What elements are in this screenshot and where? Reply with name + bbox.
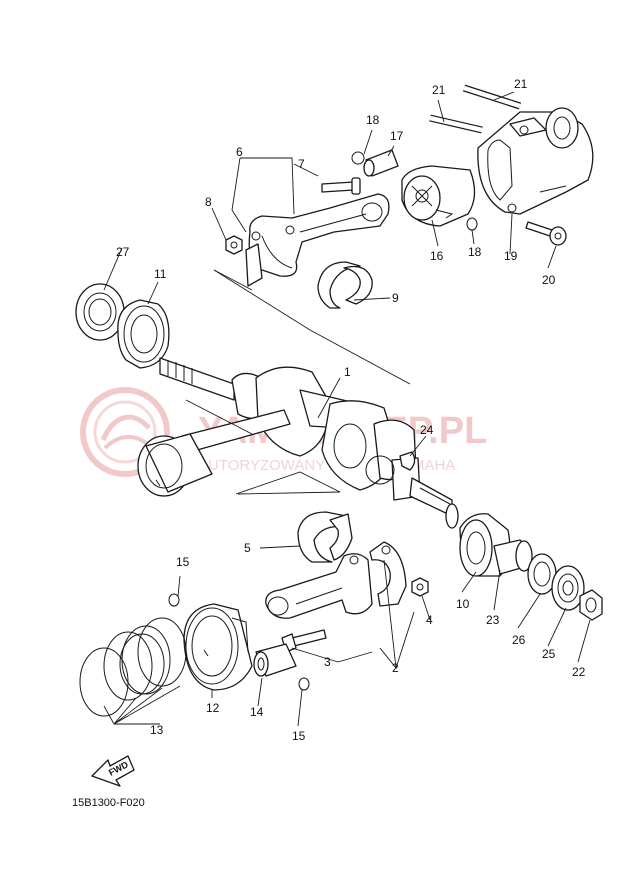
callout-2: 2 xyxy=(392,661,399,675)
callout-27: 27 xyxy=(116,245,130,259)
collar-23 xyxy=(493,539,533,575)
callout-25: 25 xyxy=(542,647,556,661)
callout-8: 8 xyxy=(205,195,212,209)
nut-22 xyxy=(579,589,603,621)
callout-5: 5 xyxy=(244,541,251,555)
piston-rings-13 xyxy=(79,617,187,717)
main-bearing-5 xyxy=(297,511,353,563)
callout-3: 3 xyxy=(324,655,331,669)
callout-12: 12 xyxy=(206,701,220,715)
dowel-pins xyxy=(429,84,522,134)
callout-1: 1 xyxy=(344,365,351,379)
watermark-logo-icon xyxy=(80,387,170,477)
callout-4: 4 xyxy=(426,613,433,627)
callout-22: 22 xyxy=(572,665,586,679)
lower-connecting-rod xyxy=(265,541,407,619)
callout-19: 19 xyxy=(504,249,518,263)
callout-18-upper: 18 xyxy=(366,113,380,127)
callout-13: 13 xyxy=(150,723,164,737)
crankshaft xyxy=(159,357,459,529)
callout-9: 9 xyxy=(392,291,399,305)
rod-bearing-9 xyxy=(317,261,373,309)
oil-seal-27 xyxy=(75,283,125,341)
bolt-20 xyxy=(525,221,567,246)
callout-20: 20 xyxy=(542,273,556,287)
bearing-26 xyxy=(527,553,557,595)
balancer-weight xyxy=(401,165,476,227)
callout-7: 7 xyxy=(298,157,305,171)
nut-8 xyxy=(225,235,243,255)
rod-bolt-7 xyxy=(321,177,361,195)
callout-24: 24 xyxy=(420,423,434,437)
callout-15-lower: 15 xyxy=(292,729,306,743)
leader-lines xyxy=(103,91,591,727)
callout-21-right: 21 xyxy=(514,77,528,91)
circlip-18-top xyxy=(351,151,365,165)
callout-23: 23 xyxy=(486,613,500,627)
upper-connecting-rod xyxy=(245,193,390,287)
bearing-25 xyxy=(551,565,585,611)
balancer-housing xyxy=(477,107,594,215)
bearing-11 xyxy=(117,299,170,369)
figure-code: 15B1300-F020 xyxy=(72,797,145,809)
callout-numbers: 1 2 3 4 5 6 7 8 9 10 11 12 13 15 15 17 1… xyxy=(116,77,586,743)
piston-pin-17 xyxy=(363,149,399,177)
callout-6: 6 xyxy=(236,145,243,159)
circlip-15-lower xyxy=(298,677,310,691)
callout-17: 17 xyxy=(390,129,404,143)
assembly-guide-lines xyxy=(185,269,411,495)
callout-14: 14 xyxy=(250,705,264,719)
callout-15-upper: 15 xyxy=(176,555,190,569)
piston-pin-14 xyxy=(253,643,297,677)
circlip-15-upper xyxy=(168,593,180,607)
callout-11: 11 xyxy=(154,267,167,281)
callout-26: 26 xyxy=(512,633,526,647)
callout-21-left: 21 xyxy=(432,83,446,97)
fwd-arrow-icon: FWD xyxy=(91,755,135,787)
callout-16: 16 xyxy=(430,249,444,263)
nut-4 xyxy=(411,577,429,597)
callout-18-lower: 18 xyxy=(468,245,482,259)
woodruff-key-24 xyxy=(399,451,416,471)
callout-10: 10 xyxy=(456,597,470,611)
piston-on-crank xyxy=(137,409,291,497)
circlip-18-lower xyxy=(466,217,478,231)
piston-12 xyxy=(183,603,253,691)
